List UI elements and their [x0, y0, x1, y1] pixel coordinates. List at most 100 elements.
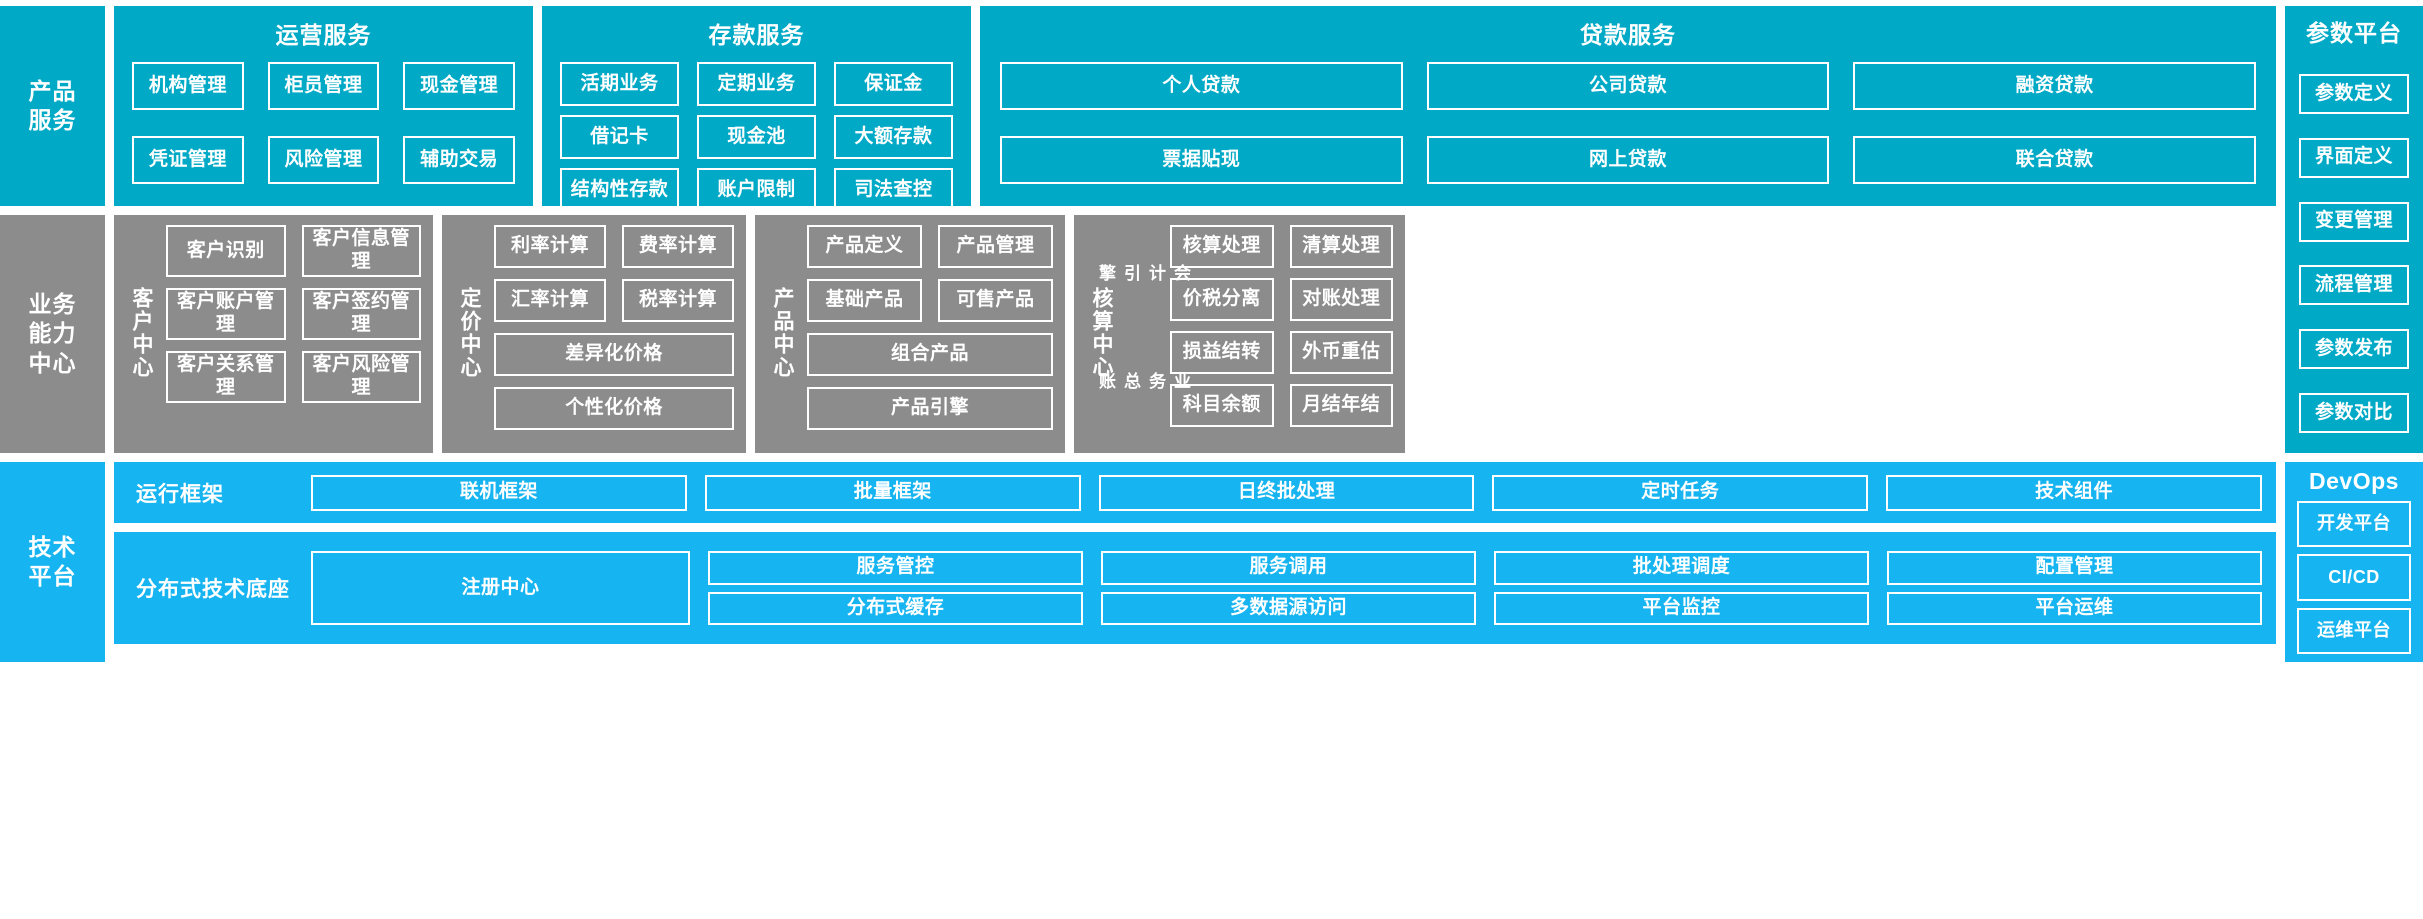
tech-cell[interactable]: 联机框架 [311, 474, 687, 511]
service-cell[interactable]: 借记卡 [560, 115, 679, 159]
service-cell[interactable]: 机构管理 [132, 62, 244, 110]
band-run-framework: 运行框架 联机框架 批量框架 日终批处理 定时任务 技术组件 [114, 462, 2276, 523]
service-cell[interactable]: 现金池 [697, 115, 816, 159]
service-cell[interactable]: 结构性存款 [560, 168, 679, 212]
parameter-item[interactable]: 参数对比 [2299, 393, 2409, 434]
center-cell[interactable]: 产品管理 [938, 225, 1053, 268]
center-cell[interactable]: 对账处理 [1289, 278, 1393, 321]
center-cell[interactable]: 核算处理 [1170, 225, 1274, 268]
band-name-run-framework: 运行框架 [136, 482, 224, 506]
service-cell[interactable]: 柜员管理 [267, 62, 380, 110]
center-cell[interactable]: 客户账户管理 [166, 288, 286, 340]
tech-cell[interactable]: 定时任务 [1492, 474, 1869, 511]
center-cell[interactable]: 客户签约管理 [301, 288, 421, 340]
service-cell[interactable]: 大额存款 [834, 115, 953, 159]
tech-cell[interactable]: 批处理调度 [1494, 551, 1869, 585]
center-cell[interactable]: 价税分离 [1170, 278, 1274, 321]
panel-pricing-center: 定价中心 利率计算 费率计算 汇率计算 税率计算 差异化价格 个性化价格 [442, 215, 746, 453]
service-cell[interactable]: 公司贷款 [1426, 62, 1830, 110]
service-cell[interactable]: 司法查控 [834, 168, 953, 212]
center-cell[interactable]: 清算处理 [1289, 225, 1393, 268]
business-capability-layer: 业务 能力 中心 客户中心 客户识别 客户信息管理 客户账户管理 客户签约管理 … [0, 215, 2423, 453]
parameter-item[interactable]: 界面定义 [2299, 137, 2409, 178]
operation-service-grid: 机构管理 柜员管理 现金管理 凭证管理 风险管理 辅助交易 [126, 62, 521, 184]
center-cell[interactable]: 客户识别 [166, 225, 286, 277]
loan-service-grid: 个人贷款 公司贷款 融资贷款 票据贴现 网上贷款 联合贷款 [992, 62, 2264, 184]
panel-title-operation: 运营服务 [275, 22, 372, 48]
tech-cell[interactable]: 分布式缓存 [708, 591, 1083, 625]
service-cell[interactable]: 辅助交易 [403, 136, 515, 184]
center-cell[interactable]: 基础产品 [807, 279, 922, 322]
panel-devops: DevOps 开发平台 CI/CD 运维平台 [2285, 462, 2423, 662]
tech-cell[interactable]: 平台监控 [1494, 591, 1869, 625]
devops-item[interactable]: 开发平台 [2297, 501, 2411, 548]
parameter-platform-list: 参数定义 界面定义 变更管理 流程管理 参数发布 参数对比 [2299, 66, 2409, 441]
service-cell[interactable]: 账户限制 [697, 168, 816, 212]
layer-label-business-text: 业务 能力 中心 [28, 290, 77, 376]
center-cell[interactable]: 客户风险管理 [301, 351, 421, 403]
center-cell-wide[interactable]: 差异化价格 [494, 333, 734, 376]
center-cell-wide[interactable]: 产品引擎 [807, 387, 1053, 430]
tech-cell[interactable]: 批量框架 [704, 474, 1081, 511]
devops-item[interactable]: 运维平台 [2297, 607, 2411, 654]
layer-label-tech-text: 技术 平台 [28, 533, 77, 589]
center-cell[interactable]: 客户信息管理 [301, 225, 421, 277]
product-service-layer: 产品 服务 运营服务 机构管理 柜员管理 现金管理 凭证管理 风险管理 辅助交易… [0, 6, 2423, 453]
parameter-item[interactable]: 参数发布 [2299, 329, 2409, 370]
center-cell[interactable]: 产品定义 [807, 225, 922, 268]
accounting-group-ledger: 损益结转 外币重估 科目余额 月结年结 [1170, 331, 1393, 427]
tech-platform-body: 运行框架 联机框架 批量框架 日终批处理 定时任务 技术组件 分布式技术底座 注… [114, 462, 2276, 662]
tech-cell[interactable]: 平台运维 [1887, 591, 2262, 625]
pricing-grid: 利率计算 费率计算 汇率计算 税率计算 [494, 225, 734, 322]
service-cell[interactable]: 联合贷款 [1853, 136, 2256, 184]
tech-cell[interactable]: 服务管控 [708, 551, 1083, 585]
service-cell[interactable]: 个人贷款 [1000, 62, 1403, 110]
center-cell[interactable]: 外币重估 [1289, 331, 1393, 374]
center-cell[interactable]: 损益结转 [1170, 331, 1274, 374]
accounting-group-labels: 会计引擎 业务总账 [1096, 225, 1190, 441]
service-cell[interactable]: 融资贷款 [1853, 62, 2256, 110]
service-cell[interactable]: 网上贷款 [1426, 136, 1830, 184]
tech-cell[interactable]: 配置管理 [1887, 551, 2262, 585]
center-cell[interactable]: 费率计算 [622, 225, 734, 268]
center-cell[interactable]: 利率计算 [494, 225, 606, 268]
tech-cell[interactable]: 日终批处理 [1098, 474, 1475, 511]
tech-cell[interactable]: 多数据源访问 [1101, 591, 1476, 625]
center-label-product: 产品中心 [771, 287, 794, 379]
panel-title-deposit: 存款服务 [708, 22, 805, 48]
devops-list: 开发平台 CI/CD 运维平台 [2297, 501, 2411, 654]
center-cell[interactable]: 客户关系管理 [166, 351, 286, 403]
parameter-item[interactable]: 流程管理 [2299, 265, 2409, 306]
rail-spacer [1414, 215, 1552, 453]
center-cell[interactable]: 月结年结 [1289, 384, 1393, 427]
accounting-group-label: 会计引擎 [1096, 264, 1190, 282]
tech-cell-registry[interactable]: 注册中心 [311, 551, 690, 625]
customer-row: 客户识别 客户信息管理 客户账户管理 客户签约管理 客户关系管理 客户风险管理 [166, 225, 421, 403]
service-cell[interactable]: 票据贴现 [1000, 136, 1403, 184]
center-cell[interactable]: 科目余额 [1170, 384, 1274, 427]
center-cell[interactable]: 税率计算 [622, 279, 734, 322]
panel-deposit-service: 存款服务 活期业务 定期业务 保证金 借记卡 现金池 大额存款 结构性存款 账户… [542, 6, 971, 212]
tech-pair: 服务调用 多数据源访问 [1101, 551, 1476, 625]
service-cell[interactable]: 凭证管理 [132, 136, 244, 184]
product-center-items: 产品定义 产品管理 基础产品 可售产品 组合产品 产品引擎 [807, 225, 1053, 441]
distributed-base-cells: 注册中心 服务管控 分布式缓存 服务调用 多数据源访问 批处理调度 平台监控 [311, 551, 2262, 625]
center-cell-wide[interactable]: 个性化价格 [494, 387, 734, 430]
parameter-item[interactable]: 参数定义 [2299, 73, 2409, 114]
devops-item[interactable]: CI/CD [2297, 554, 2411, 601]
tech-cell[interactable]: 服务调用 [1101, 551, 1476, 585]
service-cell[interactable]: 定期业务 [697, 62, 816, 106]
service-cell[interactable]: 保证金 [834, 62, 953, 106]
center-cell[interactable]: 汇率计算 [494, 279, 606, 322]
parameter-item[interactable]: 变更管理 [2299, 201, 2409, 242]
center-cell-wide[interactable]: 组合产品 [807, 333, 1053, 376]
accounting-center-items: 核算处理 清算处理 价税分离 对账处理 损益结转 外币重估 科目余额 月结年结 [1170, 225, 1393, 441]
service-cell[interactable]: 活期业务 [560, 62, 679, 106]
service-cell[interactable]: 风险管理 [267, 136, 380, 184]
band-distributed-base: 分布式技术底座 注册中心 服务管控 分布式缓存 服务调用 多数据源访问 批处理调… [114, 532, 2276, 644]
tech-pair: 批处理调度 平台监控 [1494, 551, 1869, 625]
tech-cell[interactable]: 技术组件 [1886, 474, 2262, 511]
service-cell[interactable]: 现金管理 [403, 62, 515, 110]
pricing-center-items: 利率计算 费率计算 汇率计算 税率计算 差异化价格 个性化价格 [494, 225, 734, 441]
center-cell[interactable]: 可售产品 [938, 279, 1053, 322]
